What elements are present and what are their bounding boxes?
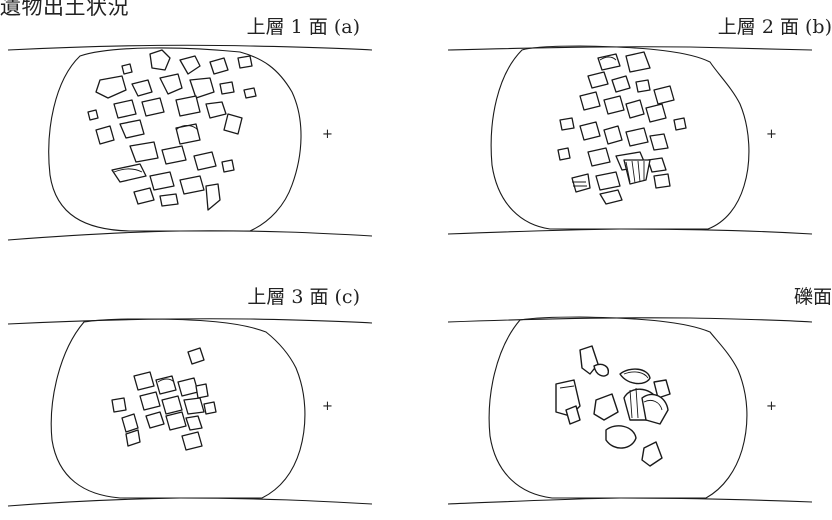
grid-point-marker: +	[322, 399, 333, 414]
panel-upper-layer-1: 上層 1 面 (a) +	[0, 0, 380, 250]
gravel-stone-cluster	[555, 345, 671, 467]
excavation-plan: +	[7, 318, 373, 507]
panel-label: 上層 2 面 (b)	[717, 16, 832, 38]
trench-edge-top	[7, 44, 373, 51]
panel-label: 礫面	[793, 286, 832, 308]
panel-upper-layer-2: 上層 2 面 (b) +	[440, 0, 832, 250]
pit-outline	[50, 318, 306, 499]
panel-label: 上層 3 面 (c)	[247, 286, 360, 308]
grid-point-marker: +	[766, 127, 777, 142]
panel-label: 上層 1 面 (a)	[246, 16, 360, 38]
grid-point-marker: +	[766, 399, 777, 414]
trench-edge-top	[7, 318, 373, 325]
excavation-plan: +	[7, 44, 373, 241]
pottery-sherd-cluster	[111, 347, 217, 451]
excavation-plan: +	[447, 45, 813, 235]
pit-outline	[490, 45, 750, 230]
pit-outline	[48, 47, 302, 232]
pottery-sherd-cluster	[557, 51, 687, 205]
panel-upper-layer-3: 上層 3 面 (c) +	[0, 270, 380, 520]
excavation-plan: +	[447, 316, 813, 505]
trench-edge-bottom	[447, 497, 813, 505]
trench-edge-bottom	[447, 228, 813, 235]
grid-point-marker: +	[322, 127, 333, 142]
panel-gravel-surface: 礫面 +	[440, 270, 832, 520]
pottery-sherd-cluster	[87, 49, 257, 211]
pit-outline	[488, 316, 748, 499]
trench-edge-top	[447, 317, 813, 323]
figure-title: 遺物出土状況	[0, 0, 129, 19]
trench-edge-top	[447, 46, 813, 51]
trench-edge-bottom	[7, 230, 373, 241]
trench-edge-bottom	[7, 497, 373, 507]
